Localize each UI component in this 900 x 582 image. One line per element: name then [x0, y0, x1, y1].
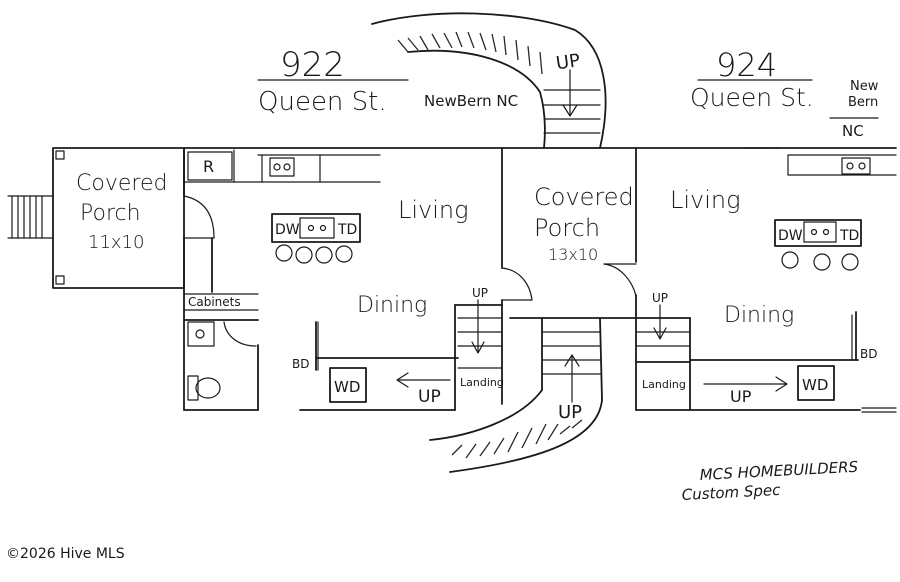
right-unit-city-line1: New — [850, 79, 879, 94]
bottom-stairs-up-label: UP — [558, 402, 582, 423]
right-dining-label: Dining — [724, 303, 794, 328]
right-unit-number: 924 — [716, 46, 777, 84]
right-bedroom-label: BD — [860, 347, 877, 361]
center-porch-label-line1: Covered — [534, 183, 634, 211]
left-trash-label: TD — [337, 222, 357, 238]
left-unit-number: 922 — [280, 45, 345, 85]
left-bedroom-label: BD — [292, 357, 309, 371]
left-porch-label-line1: Covered — [76, 171, 167, 196]
top-walkway — [371, 12, 607, 149]
left-porch-label-line2: Porch — [80, 201, 141, 226]
right-washer-dryer — [797, 365, 835, 401]
right-stair-arrow-label: UP — [730, 387, 752, 406]
left-unit-walls — [183, 147, 533, 411]
left-stair-treads — [457, 299, 503, 369]
left-dishwasher-label: DW — [275, 222, 300, 238]
center-porch-size: 13x10 — [548, 245, 598, 264]
right-stair-treads — [635, 304, 691, 347]
right-stair-arrow — [703, 376, 788, 392]
right-unit-city-line2: Bern — [848, 95, 878, 110]
left-porch-steps — [7, 195, 54, 239]
left-landing-label: Landing — [460, 376, 504, 389]
left-kitchen-island — [271, 213, 361, 264]
left-refrigerator-label: R — [203, 157, 214, 176]
top-stairs-up-label: UP — [555, 50, 582, 74]
bottom-walkway — [429, 389, 603, 473]
right-kitchen-counter — [744, 147, 897, 176]
top-walkway-hatching — [397, 31, 543, 75]
left-bath-fixtures — [187, 321, 221, 401]
left-living-label: Living — [398, 196, 469, 224]
right-stair-up-label: UP — [652, 291, 668, 305]
bottom-walkway-hatching — [451, 419, 583, 459]
center-porch-label-line2: Porch — [534, 214, 600, 242]
right-unit-street: Queen St. — [690, 83, 814, 112]
right-unit-city-line3: NC — [842, 122, 864, 140]
left-unit-city: NewBern NC — [424, 92, 518, 110]
right-trash-label: TD — [839, 228, 859, 244]
right-landing-label: Landing — [642, 378, 686, 391]
left-washer-dryer-label: WD — [334, 378, 360, 396]
center-covered-porch — [501, 147, 637, 411]
left-covered-porch — [7, 147, 185, 289]
left-washer-dryer — [329, 367, 367, 403]
right-living-label: Living — [670, 186, 741, 214]
bottom-stairs — [541, 317, 603, 403]
right-dishwasher-label: DW — [778, 228, 803, 244]
left-stair-arrow — [396, 372, 451, 388]
left-kitchen-counter — [183, 149, 381, 183]
left-cabinets-label: Cabinets — [188, 295, 241, 309]
builder-note: Custom Spec — [681, 481, 781, 504]
mls-watermark: ©2026 Hive MLS — [6, 546, 125, 562]
left-stair-arrow-label: UP — [418, 387, 441, 407]
right-kitchen-island — [774, 219, 862, 271]
left-stair-up-label: UP — [472, 286, 488, 300]
right-washer-dryer-label: WD — [802, 376, 828, 394]
top-stairs — [543, 69, 601, 149]
left-porch-size: 11x10 — [88, 232, 144, 253]
left-dining-label: Dining — [357, 293, 427, 318]
left-unit-street: Queen St. — [258, 87, 387, 117]
